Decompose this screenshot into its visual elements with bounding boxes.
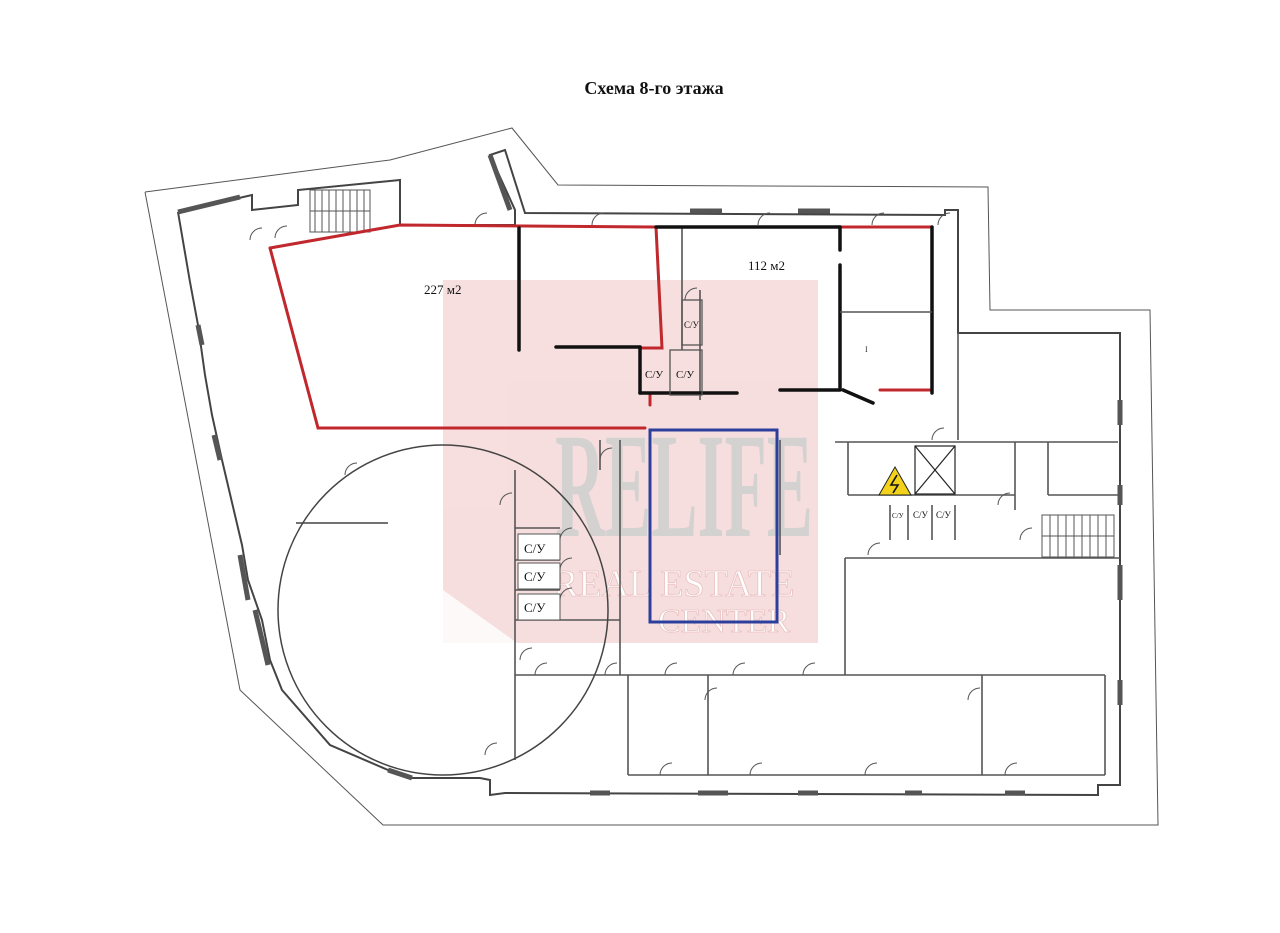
wc-boxes-left — [517, 533, 561, 621]
round-hall — [277, 444, 609, 776]
wc-label: С/У — [913, 510, 929, 520]
high-voltage-warning-icon — [878, 465, 912, 496]
area-label-red: 227 м2 — [424, 282, 461, 297]
wc-label: С/У — [524, 600, 546, 615]
wc-label: С/У — [684, 320, 700, 330]
elevator-cross-icon — [914, 445, 956, 495]
site-boundary — [144, 127, 1159, 826]
wc-labels: С/У С/У С/У С/У С/У С/У С/У С/У С/У — [524, 320, 952, 615]
plan-title: Схема 8-го этажа — [584, 78, 724, 98]
blue-zone-outline — [648, 428, 779, 624]
window-segments — [177, 154, 1123, 796]
watermark-house-notch — [443, 590, 520, 645]
wc-label: С/У — [524, 541, 546, 556]
wc-block-frame — [669, 349, 703, 396]
stair-left — [309, 189, 371, 233]
wc-label: С/У — [936, 510, 952, 520]
relife-watermark: RELIFE REAL ESTATE CENTER — [443, 280, 818, 645]
wc-label: С/У — [645, 369, 663, 381]
black-zone-outline — [517, 225, 934, 405]
wc-label: С/У — [524, 569, 546, 584]
area-label-black: 112 м2 — [748, 258, 785, 273]
red-zone-outline — [268, 223, 934, 430]
wc-label: С/У — [892, 512, 904, 520]
watermark-tagline-1: REAL ESTATE — [553, 563, 794, 605]
watermark-block — [443, 280, 818, 643]
stair-right — [1041, 514, 1115, 558]
wc-label: С/У — [676, 369, 694, 381]
wc-block-frame-2 — [681, 299, 703, 346]
interior-walls — [514, 228, 1120, 776]
small-room-mark: I — [865, 345, 868, 354]
